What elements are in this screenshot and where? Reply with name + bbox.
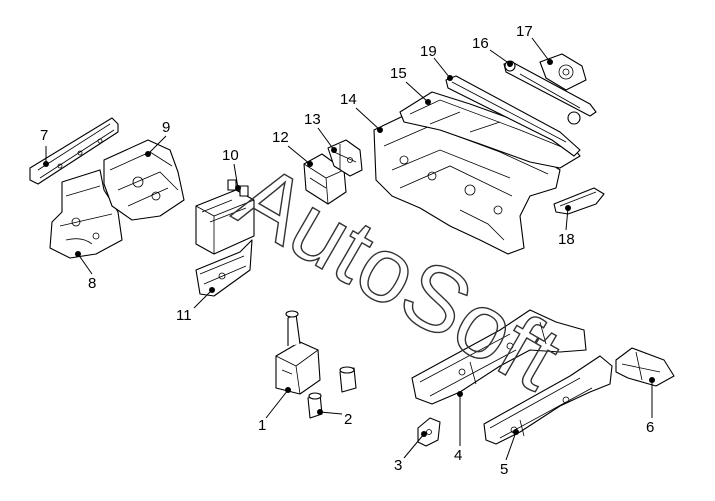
part-19-cowl-strip: [445, 75, 581, 157]
callout-15: 15: [390, 65, 407, 82]
callout-13: 13: [304, 111, 321, 128]
callout-2: 2: [344, 411, 352, 428]
callout-9: 9: [162, 119, 170, 136]
part-7-bracket-rail: [29, 117, 119, 185]
callout-6: 6: [646, 419, 654, 436]
part-8-side-panel: [49, 169, 123, 259]
callout-5: 5: [500, 461, 508, 478]
callout-7: 7: [40, 127, 48, 144]
part-11-battery-tray: [195, 239, 253, 297]
callout-4: 4: [454, 447, 462, 464]
part-10-battery: [195, 179, 255, 255]
part-9-wheel-housing: [103, 139, 185, 221]
callout-1: 1: [258, 417, 266, 434]
part-5-front-side-member: [483, 355, 613, 445]
part-18-trim-piece: [553, 187, 605, 215]
callout-leaders: [43, 37, 655, 461]
callout-16: 16: [472, 35, 489, 52]
callout-11: 11: [176, 307, 192, 324]
callout-10: 10: [222, 147, 239, 164]
callout-14: 14: [340, 91, 357, 108]
callout-numbers: 1 2 3 4 5 6 7 8 9 10 11 12 13 14 15 16 1…: [40, 23, 654, 478]
part-6-member-extension: [615, 347, 675, 387]
callout-17: 17: [516, 23, 533, 40]
part-4-front-side-member: [411, 309, 587, 405]
callout-19: 19: [420, 43, 437, 60]
part-3-small-bracket: [417, 417, 441, 447]
callout-12: 12: [272, 129, 289, 146]
part-2-washer-pump: [307, 366, 357, 419]
callout-8: 8: [88, 275, 96, 292]
callout-3: 3: [394, 457, 402, 474]
callout-18: 18: [558, 231, 575, 248]
part-1-washer-reservoir: [275, 310, 321, 395]
part-15-cowl-panel: [399, 91, 581, 169]
